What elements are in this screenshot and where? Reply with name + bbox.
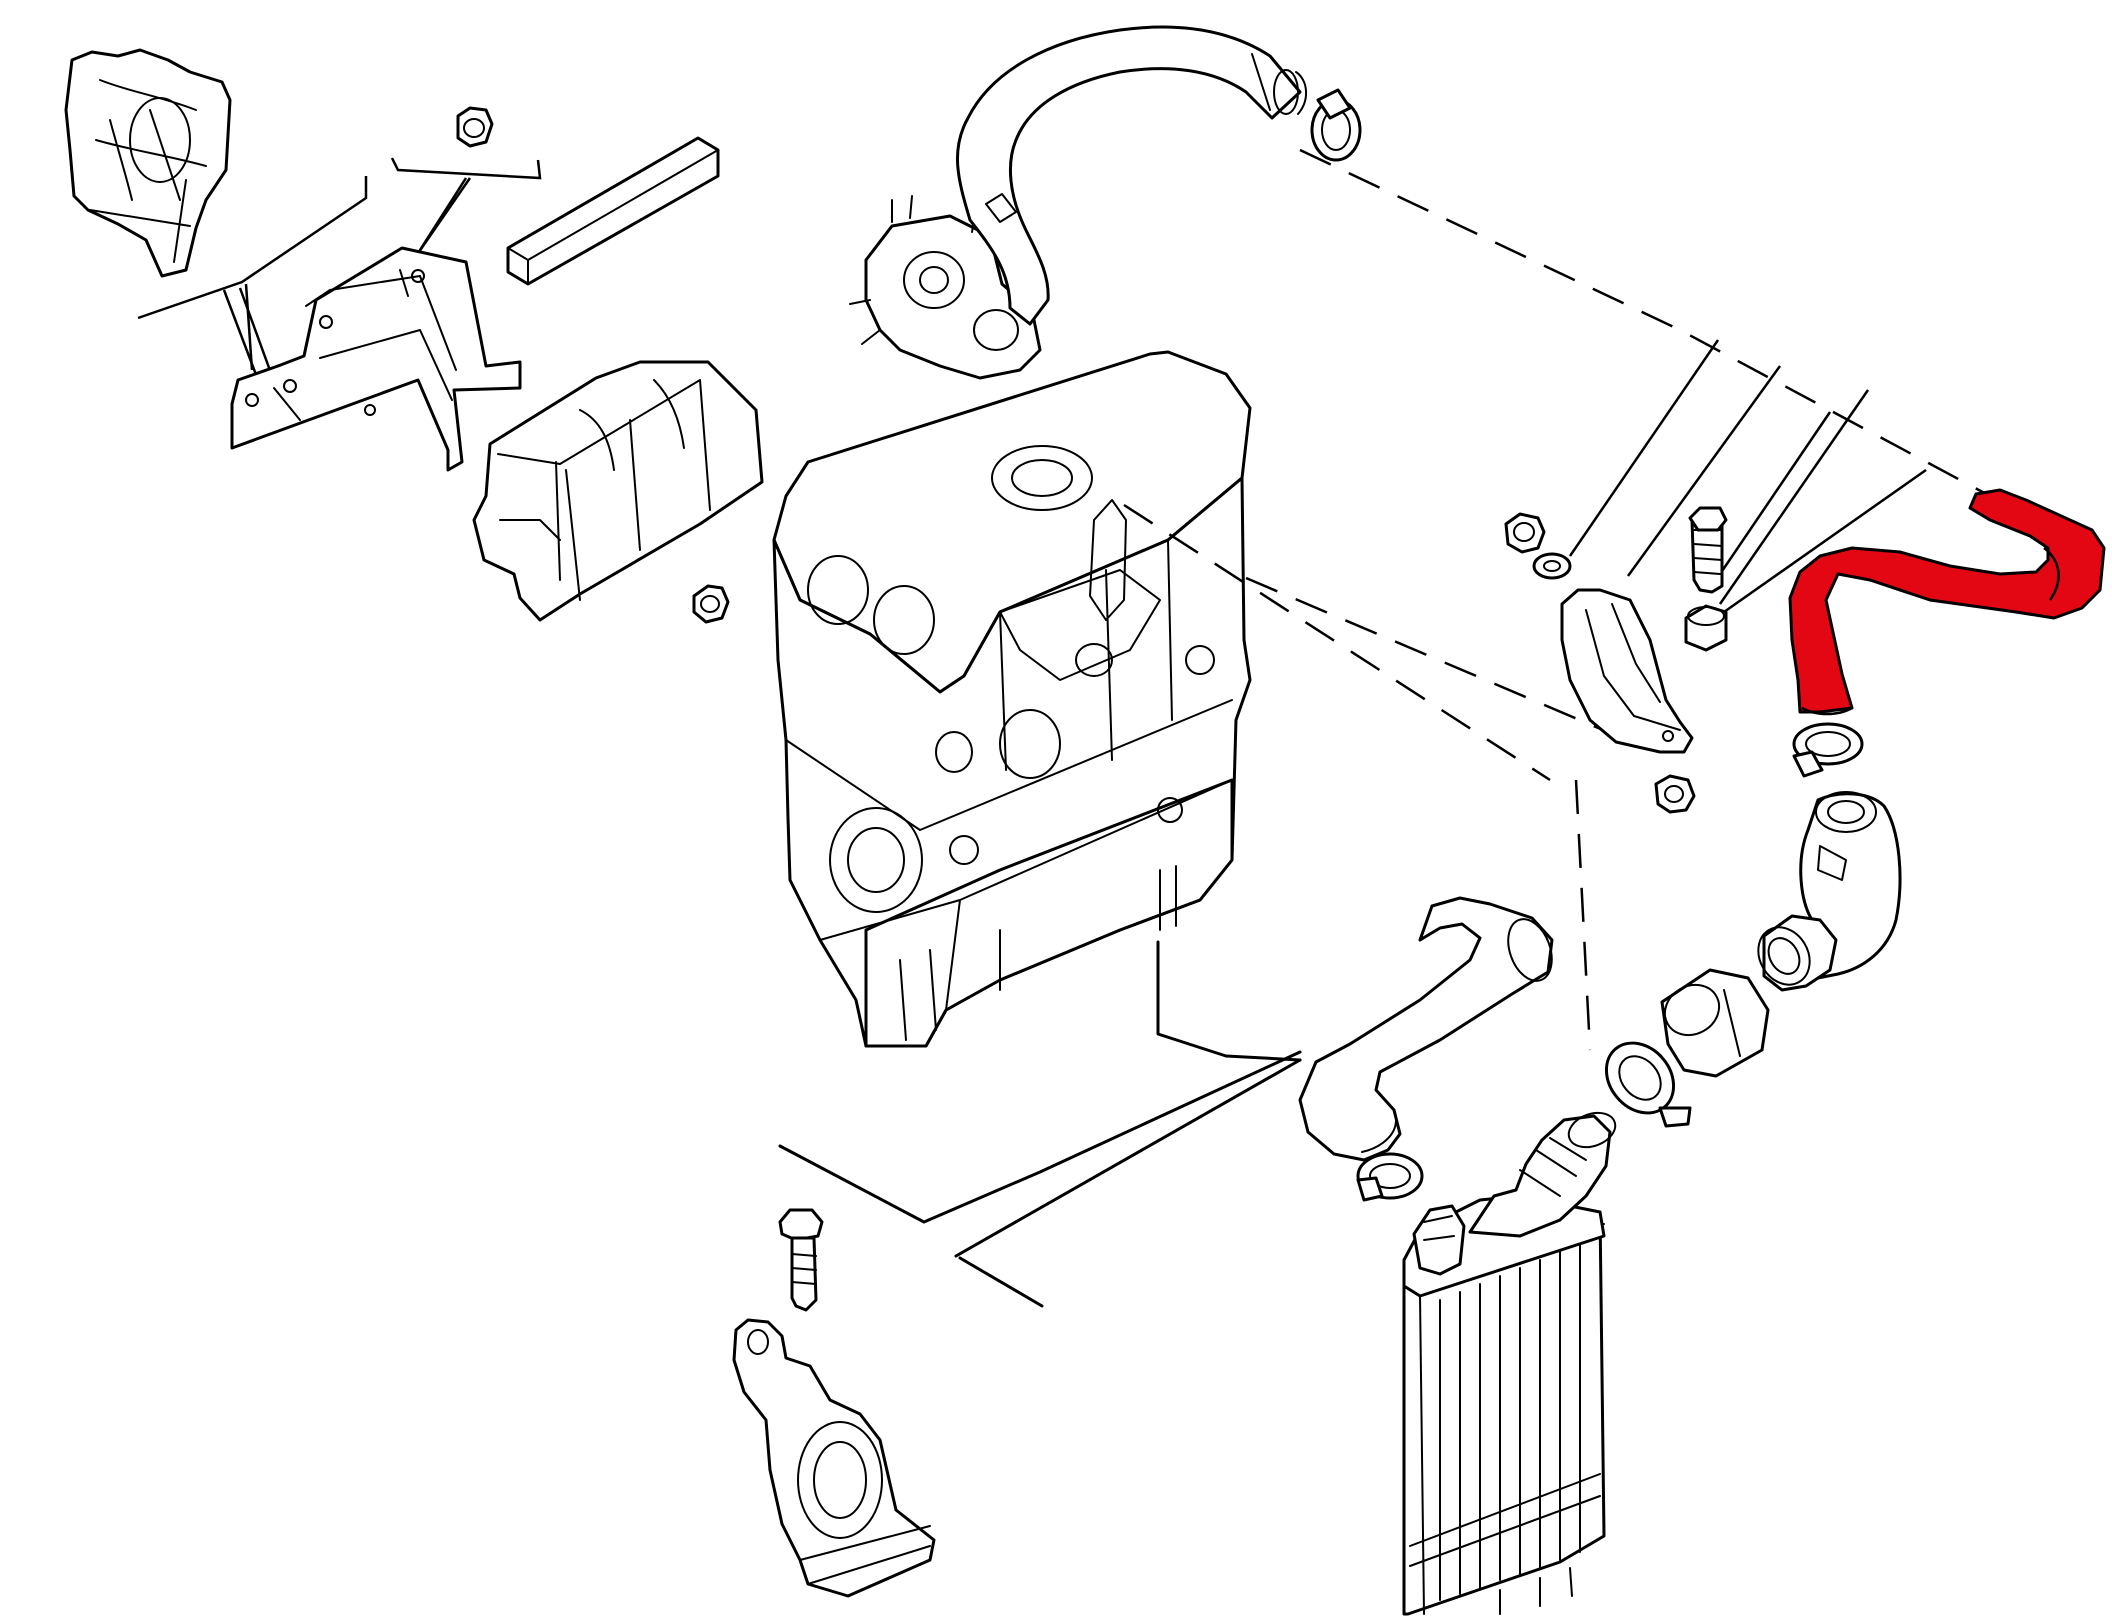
hose-clamp-middle[interactable] xyxy=(1792,722,1864,778)
engine-mount-bracket[interactable] xyxy=(64,48,232,278)
lower-support-bracket[interactable] xyxy=(732,1318,936,1598)
connector-pipe-small[interactable] xyxy=(1748,914,1838,994)
spacer-sleeve-right[interactable] xyxy=(1684,604,1728,652)
hex-nut-top[interactable] xyxy=(456,106,494,148)
intercooler[interactable] xyxy=(1402,1107,1620,1616)
sleeve-coupler[interactable] xyxy=(1656,968,1770,1078)
hose-clamp-lower[interactable] xyxy=(1593,1030,1692,1128)
dashed-guide-lines xyxy=(1123,148,1991,1051)
hose-clamp-top[interactable] xyxy=(1310,88,1362,162)
hex-nut-cover[interactable] xyxy=(692,584,730,624)
rubber-strip[interactable] xyxy=(506,136,720,286)
washer-right[interactable] xyxy=(1532,552,1572,580)
support-bracket-right[interactable] xyxy=(1560,588,1694,754)
intercooler-outlet-hose[interactable] xyxy=(1788,488,2106,716)
engine-block[interactable] xyxy=(772,350,1252,1048)
lower-intake-hose[interactable] xyxy=(1298,896,1560,1162)
mounting-plate[interactable] xyxy=(230,246,522,472)
turbo-intake-pipe[interactable] xyxy=(956,25,1307,326)
bolt-right[interactable] xyxy=(1688,506,1728,594)
bolt-bottom-left[interactable] xyxy=(778,1208,824,1312)
nut-below-bracket[interactable] xyxy=(1654,774,1696,814)
frame-lines xyxy=(778,940,1302,1308)
hose-clamp-bottom[interactable] xyxy=(1356,1152,1424,1202)
leader-lines-top-left xyxy=(137,157,542,381)
leader-lines-right xyxy=(1568,339,1927,614)
hex-nut-right[interactable] xyxy=(1504,512,1546,554)
engine-cover[interactable] xyxy=(472,360,764,622)
